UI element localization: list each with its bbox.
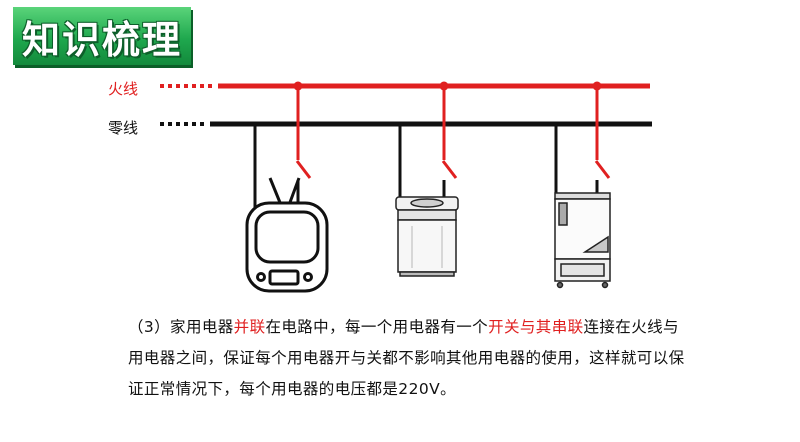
highlight-parallel: 并联 — [233, 318, 266, 336]
paragraph-text: 连接在火线与用电器之间，保证每个用电器开与关都不影响其他用电器的使用，这样就可以… — [128, 318, 685, 398]
live-wire-label: 火线 — [108, 80, 139, 98]
television-icon — [245, 177, 329, 293]
branch-television — [253, 81, 312, 212]
highlight-series-switch: 开关与其串联 — [488, 318, 584, 336]
washing-machine-icon — [395, 196, 459, 277]
circuit-diagram — [160, 81, 652, 293]
paragraph-text: （3）家用电器 — [128, 318, 234, 336]
page-title: 知识梳理 — [21, 17, 182, 62]
switch-lever — [594, 160, 611, 179]
neutral-wire-label: 零线 — [108, 119, 139, 137]
branch-refrigerator — [554, 81, 611, 197]
explanation-paragraph: （3）家用电器并联在电路中，每一个用电器有一个开关与其串联连接在火线与用电器之间… — [128, 312, 688, 405]
paragraph-text: 在电路中，每一个用电器有一个 — [265, 318, 489, 336]
title-banner: 知识梳理 — [13, 7, 191, 65]
branch-washing-machine — [398, 81, 458, 200]
switch-lever — [295, 160, 312, 179]
refrigerator-icon — [554, 192, 611, 289]
switch-lever — [441, 160, 458, 179]
